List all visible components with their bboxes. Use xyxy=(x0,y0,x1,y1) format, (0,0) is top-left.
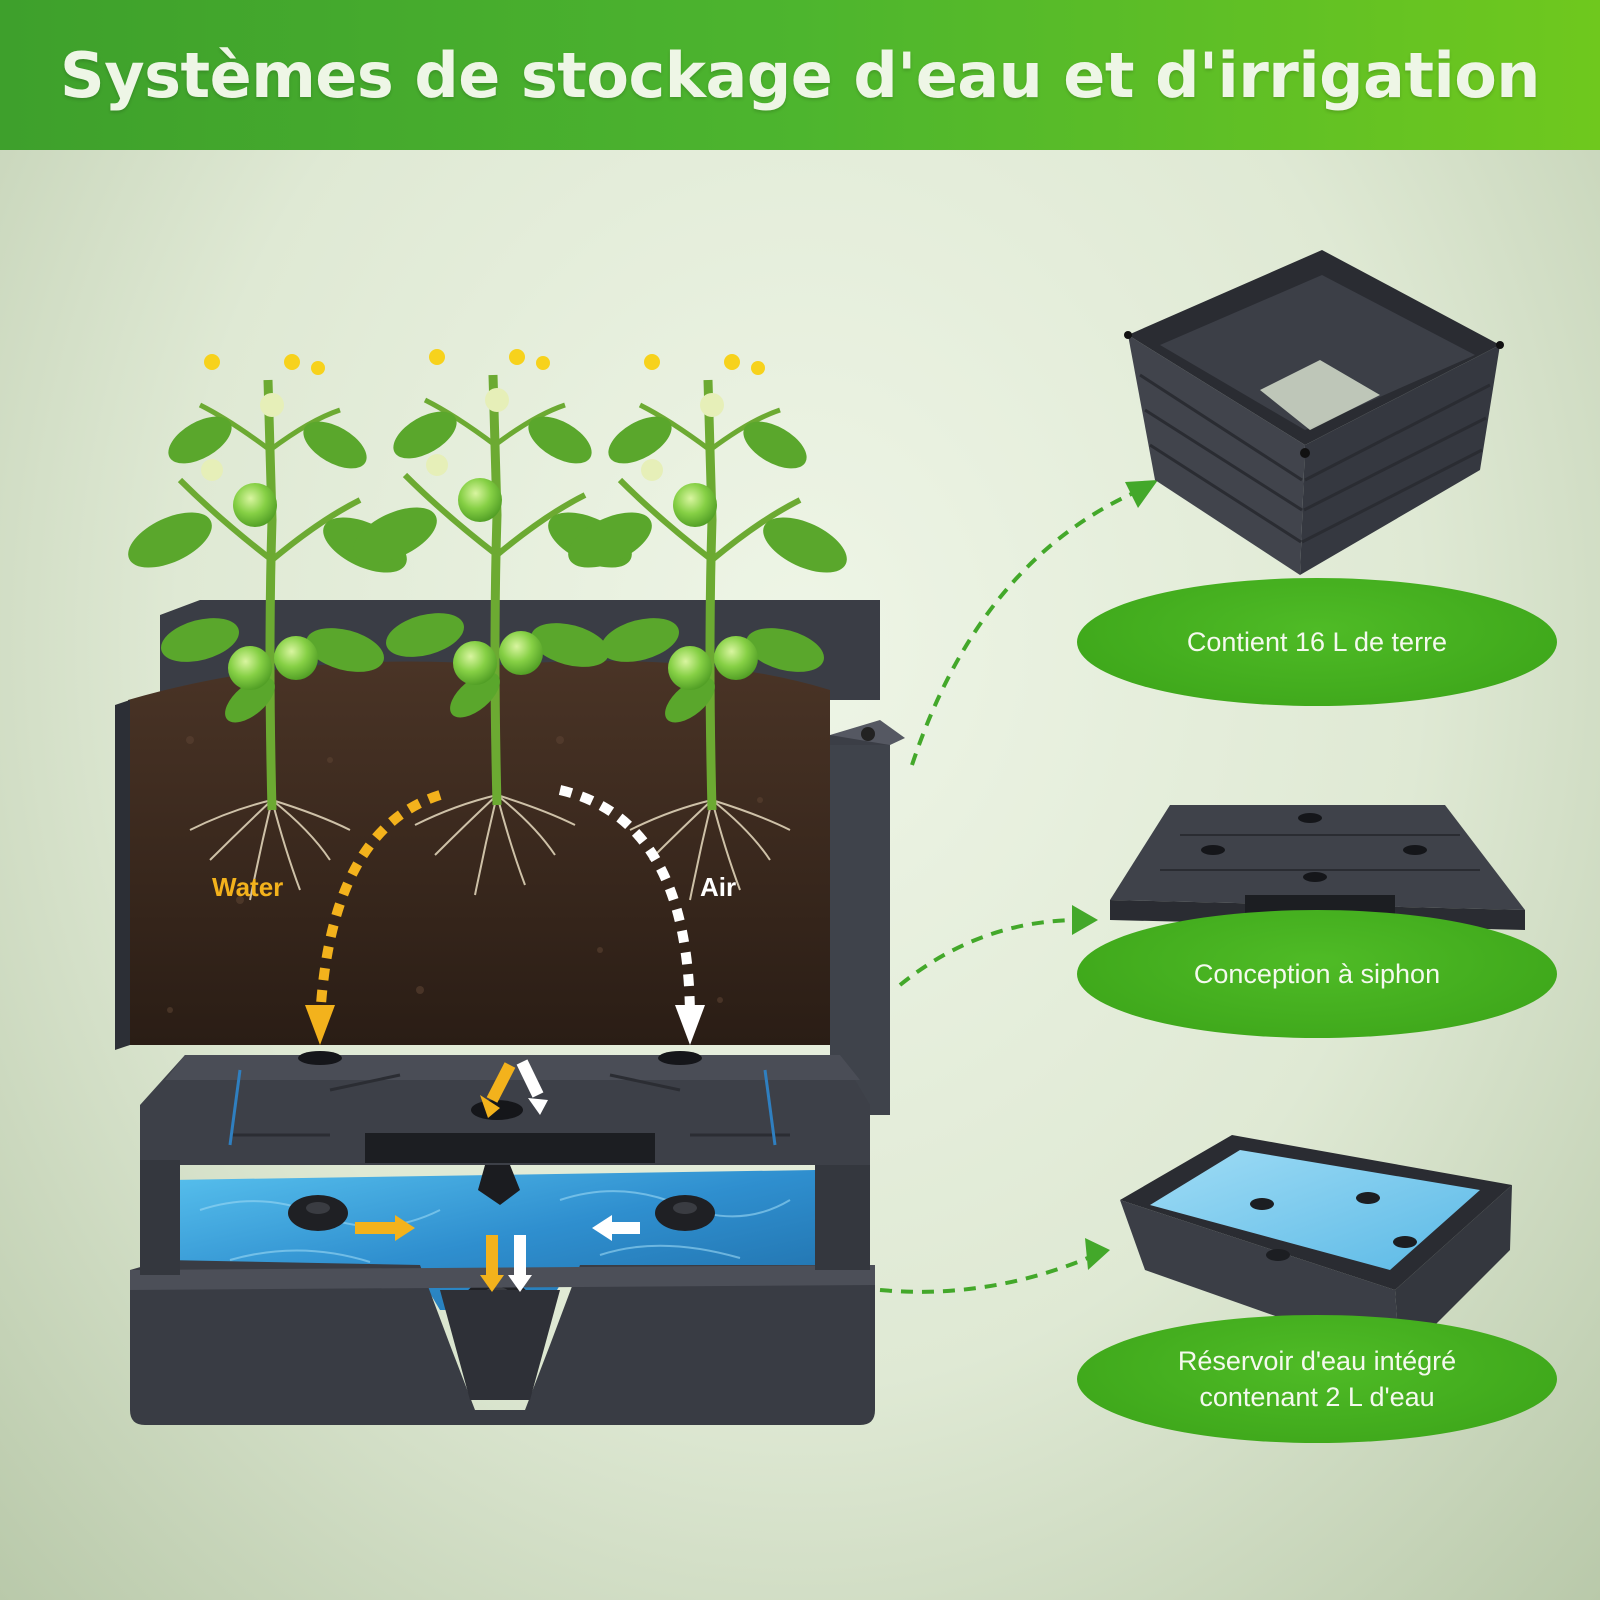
title-banner: Systèmes de stockage d'eau et d'irrigati… xyxy=(0,0,1600,150)
reservoir-tray-part xyxy=(1120,1135,1512,1360)
product-scene: Water Air Contient 16 L de terre Concept… xyxy=(0,150,1600,1600)
callout-reservoir: Réservoir d'eau intégré contenant 2 L d'… xyxy=(1077,1315,1557,1443)
callout-text: Conception à siphon xyxy=(1193,959,1441,989)
callout-text-line-2: contenant 2 L d'eau xyxy=(1199,1382,1435,1412)
callout-text: Contient 16 L de terre xyxy=(1186,627,1448,657)
water-flow-arrows xyxy=(305,790,516,1292)
water-label: Water xyxy=(212,872,284,902)
callout-text-line-1: Réservoir d'eau intégré xyxy=(1177,1346,1457,1376)
callout-soil-capacity: Contient 16 L de terre xyxy=(1077,578,1557,706)
air-label: Air xyxy=(700,872,737,902)
soil-layer xyxy=(128,660,830,1045)
tomato-plants xyxy=(128,349,855,900)
main-planter xyxy=(115,600,905,1425)
page-title: Systèmes de stockage d'eau et d'irrigati… xyxy=(60,38,1540,112)
planter-frame-part xyxy=(1124,250,1504,575)
callout-siphon: Conception à siphon xyxy=(1077,910,1557,1038)
connector-lines xyxy=(879,488,1141,1294)
reservoir-tray xyxy=(130,1260,875,1425)
air-flow-arrows xyxy=(508,785,705,1292)
